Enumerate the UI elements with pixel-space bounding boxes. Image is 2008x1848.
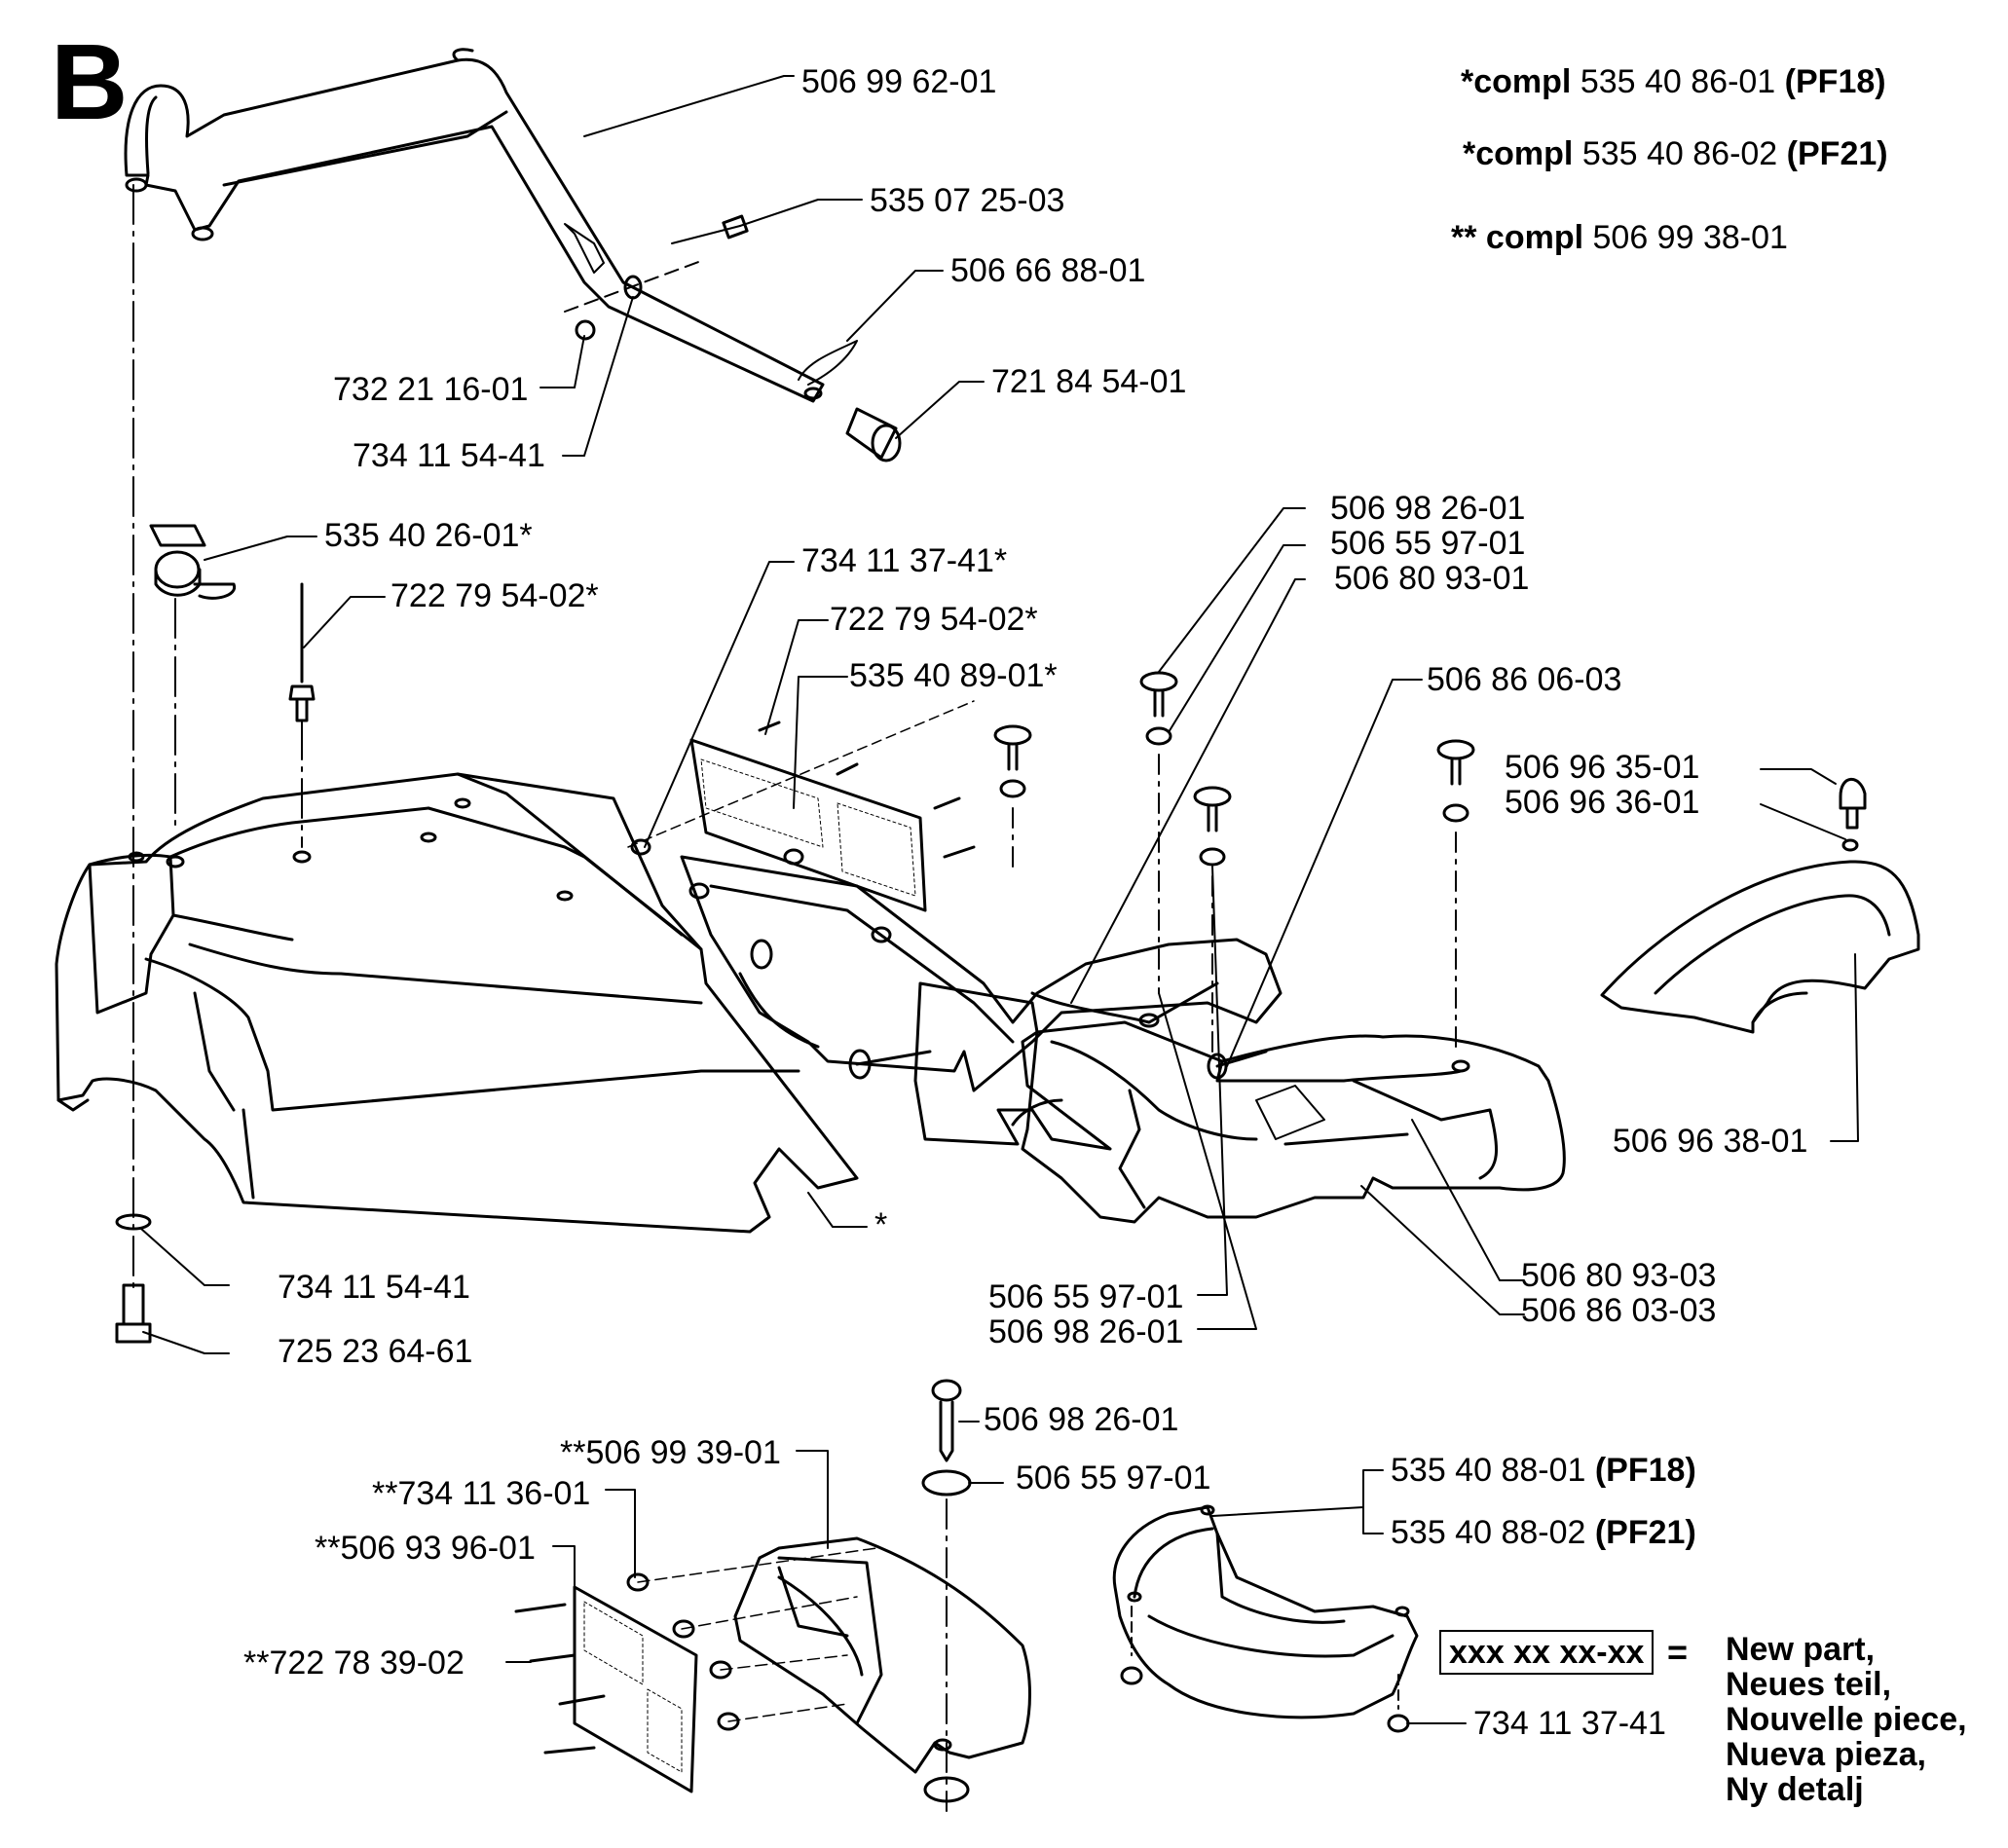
part-label: 722 79 54-02* <box>830 601 1038 638</box>
part-label: 506 55 97-01 <box>988 1278 1184 1315</box>
legend-line: Neues teil, <box>1726 1666 1892 1703</box>
part-label: 506 96 36-01 <box>1505 784 1700 821</box>
top-cap <box>1600 860 1920 1034</box>
header-line-3: ** compl 506 99 38-01 <box>1451 219 1788 256</box>
section-letter: B <box>51 22 129 142</box>
part-label: 734 11 37-41 <box>1473 1705 1666 1742</box>
legend-list: New part, Neues teil, Nouvelle piece, Nu… <box>1726 1632 1967 1807</box>
part-label: 506 98 26-01 <box>988 1313 1184 1350</box>
rear-bucket <box>1112 1504 1419 1719</box>
part-label: 506 55 97-01 <box>1016 1460 1211 1497</box>
side-deflector <box>733 1536 1031 1774</box>
part-label: **734 11 36-01 <box>372 1475 591 1512</box>
pf-label: 535 40 88-01 (PF18) <box>1391 1452 1696 1489</box>
header-line-1: *compl 535 40 86-01 (PF18) <box>1461 63 1886 100</box>
knob-icon <box>149 524 237 600</box>
part-label: 506 80 93-01 <box>1334 560 1530 597</box>
nut-icon <box>1387 1714 1410 1733</box>
part-label: **506 93 96-01 <box>315 1530 536 1567</box>
legend-line: Nueva pieza, <box>1726 1736 1926 1773</box>
part-label: 722 79 54-02* <box>390 577 599 614</box>
chute-cover <box>1021 1020 1566 1224</box>
part-label: 535 40 26-01* <box>324 517 533 554</box>
leader-lines <box>140 75 1859 1724</box>
pin-icon <box>845 407 902 462</box>
washer-icon <box>115 1213 152 1231</box>
part-label: **722 78 39-02 <box>243 1645 465 1682</box>
part-label: 734 11 37-41* <box>801 542 1008 579</box>
grille-plate <box>573 1585 698 1793</box>
washer-icon <box>921 1469 972 1497</box>
washer-icon <box>923 1776 970 1803</box>
part-label: **506 99 39-01 <box>560 1434 781 1471</box>
mower-cover <box>55 772 859 1234</box>
bolt-icon <box>115 1283 152 1344</box>
legend-box: xxx xx xx-xx <box>1439 1630 1655 1675</box>
part-label: 535 07 25-03 <box>870 182 1065 219</box>
part-label: 725 23 64-61 <box>278 1333 473 1370</box>
washer-icon <box>1199 847 1226 867</box>
part-label: 734 11 54-41 <box>353 437 545 474</box>
knob-icon <box>993 724 1032 771</box>
part-label: 506 55 97-01 <box>1330 525 1526 562</box>
washer-icon <box>1442 803 1469 823</box>
bolt-icon <box>671 214 749 244</box>
legend-line: Ny detalj <box>1726 1771 1864 1808</box>
legend-line: New part, <box>1726 1631 1876 1668</box>
part-label: 721 84 54-01 <box>991 363 1187 400</box>
pf-label: 535 40 88-02 (PF21) <box>1391 1514 1696 1551</box>
knob-icon <box>1139 671 1178 718</box>
legend-line: Nouvelle piece, <box>1726 1701 1967 1738</box>
washer-icon <box>999 779 1026 798</box>
part-label: * <box>874 1206 888 1243</box>
header-line-2: *compl 535 40 86-02 (PF21) <box>1463 135 1888 172</box>
knob-icon <box>1436 739 1475 786</box>
part-label: 535 40 89-01* <box>849 657 1058 694</box>
rivet-icon <box>288 582 316 722</box>
part-label: 506 98 26-01 <box>1330 490 1526 527</box>
washer-icon <box>1841 838 1859 852</box>
part-label: 732 21 16-01 <box>333 371 529 408</box>
legend-equals: = <box>1667 1632 1689 1672</box>
part-label: 506 96 35-01 <box>1505 749 1700 786</box>
part-label: 506 66 88-01 <box>950 252 1146 289</box>
part-label: 506 99 62-01 <box>801 63 997 100</box>
handle-bar <box>124 48 825 403</box>
clip-icon <box>798 340 858 386</box>
part-label: 506 86 03-03 <box>1521 1292 1717 1329</box>
part-label: 506 80 93-03 <box>1521 1257 1717 1294</box>
knob-icon <box>1193 786 1232 832</box>
part-label: 734 11 54-41 <box>278 1269 470 1306</box>
nut-icon <box>1120 1666 1143 1685</box>
part-label: 506 98 26-01 <box>984 1401 1179 1438</box>
d-ring-icon <box>1839 777 1867 830</box>
screw-icon <box>931 1379 962 1462</box>
nut-icon <box>575 319 596 341</box>
rear-cover <box>680 855 1283 1092</box>
part-label: 506 86 06-03 <box>1427 661 1622 698</box>
grille-plate <box>689 738 927 912</box>
washer-icon <box>1145 726 1172 746</box>
part-label: 506 96 38-01 <box>1613 1123 1808 1160</box>
